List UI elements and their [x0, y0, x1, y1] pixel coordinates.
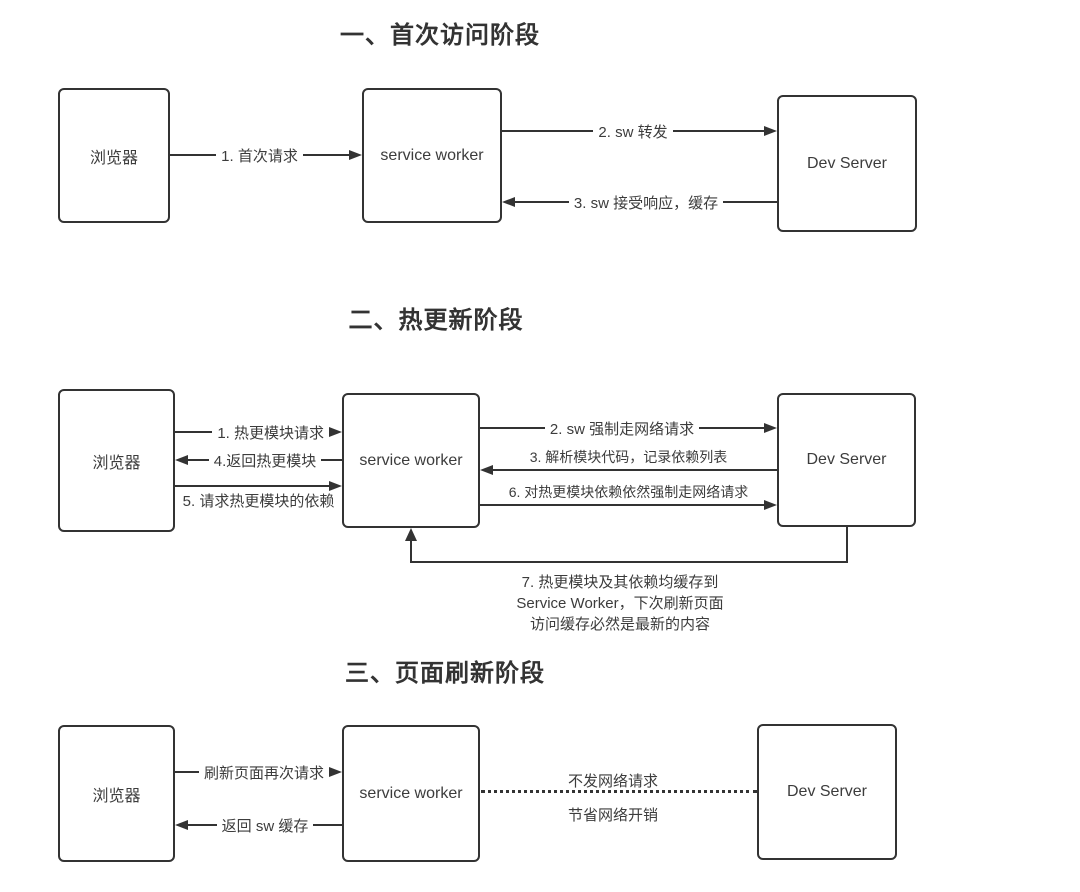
dev-server-label: Dev Server — [786, 783, 868, 800]
line-segment — [175, 485, 329, 487]
arrow-refresh-request-label: 刷新页面再次请求 — [203, 764, 324, 782]
arrow-sw-receive-cache-label: 3. sw 接受响应，缓存 — [573, 194, 719, 212]
arrow-parse-module-record-deps: 3. 解析模块代码，记录依赖列表 — [480, 449, 777, 480]
section-1-service-worker-box: service worker — [362, 88, 502, 223]
arrow-deps-force-network: 6. 对热更模块依赖依然强制走网络请求 — [480, 484, 777, 515]
line-segment — [188, 824, 217, 826]
arrow-first-request: 1. 首次请求 — [170, 145, 362, 165]
arrow-parse-module-record-deps-label: 3. 解析模块代码，记录依赖列表 — [529, 449, 728, 465]
line-segment — [175, 431, 213, 433]
arrowhead-left-icon — [175, 820, 188, 830]
line-segment — [480, 427, 545, 429]
line-segment — [480, 504, 764, 506]
section-1-browser-box: 浏览器 — [58, 88, 170, 223]
arrowhead-right-icon — [349, 150, 362, 160]
line-segment — [321, 459, 343, 461]
section-3-title: 三、页面刷新阶段 — [345, 660, 545, 687]
cache-note: 7. 热更模块及其依赖均缓存到 Service Worker，下次刷新页面 访问… — [500, 572, 740, 635]
arrow-return-sw-cache-label: 返回 sw 缓存 — [221, 817, 309, 835]
arrow-return-sw-cache: 返回 sw 缓存 — [175, 815, 343, 835]
arrow-force-network-request-label: 2. sw 强制走网络请求 — [549, 420, 695, 438]
section-1-dev-server-box: Dev Server — [777, 95, 917, 232]
service-worker-label: service worker — [359, 784, 463, 802]
arrowhead-left-icon — [480, 465, 493, 475]
arrowhead-right-icon — [764, 500, 777, 510]
section-2-dev-server-box: Dev Server — [777, 393, 916, 527]
cache-note-line-1: 7. 热更模块及其依赖均缓存到 — [521, 574, 719, 591]
section-2-service-worker-box: service worker — [342, 393, 480, 528]
line-segment — [723, 201, 777, 203]
arrow-return-hot-module: 4.返回热更模块 — [175, 450, 343, 470]
arrowhead-right-icon — [764, 423, 777, 433]
arrow-return-hot-module-label: 4.返回热更模块 — [213, 452, 317, 470]
arrow-sw-forward: 2. sw 转发 — [502, 121, 777, 141]
section-2-browser-box: 浏览器 — [58, 389, 175, 532]
arrow-request-module-deps: 5. 请求热更模块的依赖 — [175, 476, 342, 510]
line-segment — [188, 459, 209, 461]
cache-note-line-2: Service Worker，下次刷新页面 — [516, 595, 724, 612]
browser-label: 浏览器 — [89, 149, 138, 167]
browser-label: 浏览器 — [92, 787, 141, 805]
arrow-request-module-deps-label: 5. 请求热更模块的依赖 — [182, 493, 335, 510]
arrow-refresh-request: 刷新页面再次请求 — [175, 762, 342, 782]
line-segment — [175, 771, 199, 773]
section-3-browser-box: 浏览器 — [58, 725, 175, 862]
arrow-hot-module-request-label: 1. 热更模块请求 — [217, 424, 324, 442]
section-3-dev-server-box: Dev Server — [757, 724, 897, 860]
arrow-hot-module-request: 1. 热更模块请求 — [175, 422, 342, 442]
arrowhead-left-icon — [175, 455, 188, 465]
arrow-sw-receive-cache: 3. sw 接受响应，缓存 — [502, 192, 777, 212]
service-worker-label: service worker — [380, 146, 484, 164]
line-segment — [302, 154, 349, 156]
service-worker-label: service worker — [359, 451, 463, 469]
browser-label: 浏览器 — [92, 454, 141, 472]
arrow-first-request-label: 1. 首次请求 — [221, 147, 298, 165]
save-network-cost-label: 节省网络开销 — [567, 807, 658, 824]
line-segment — [502, 130, 594, 132]
line-segment — [699, 427, 764, 429]
no-network-request-label: 不发网络请求 — [567, 773, 658, 790]
section-2-title: 二、热更新阶段 — [348, 307, 524, 334]
dev-server-label: Dev Server — [806, 451, 887, 468]
line-segment — [170, 154, 217, 156]
arrowhead-right-icon — [329, 427, 342, 437]
section-1-title: 一、首次访问阶段 — [340, 22, 540, 49]
line-segment — [493, 469, 777, 471]
dev-server-label: Dev Server — [806, 154, 888, 172]
dotted-no-network-line — [481, 790, 757, 793]
arrowhead-right-icon — [329, 481, 342, 491]
arrowhead-left-icon — [502, 197, 515, 207]
line-segment — [515, 201, 569, 203]
loop-line-horizontal — [410, 561, 848, 563]
arrow-sw-forward-label: 2. sw 转发 — [598, 123, 668, 141]
arrowhead-right-icon — [329, 767, 342, 777]
line-segment — [313, 824, 343, 826]
arrowhead-right-icon — [764, 126, 777, 136]
loop-line-down — [846, 527, 848, 563]
cache-note-line-3: 访问缓存必然是最新的内容 — [529, 616, 710, 633]
arrowhead-up-icon — [405, 528, 417, 541]
line-segment — [672, 130, 764, 132]
arrow-deps-force-network-label: 6. 对热更模块依赖依然强制走网络请求 — [508, 484, 749, 500]
loop-line-up — [410, 540, 412, 563]
arrow-force-network-request: 2. sw 强制走网络请求 — [480, 418, 777, 438]
section-3-service-worker-box: service worker — [342, 725, 480, 862]
